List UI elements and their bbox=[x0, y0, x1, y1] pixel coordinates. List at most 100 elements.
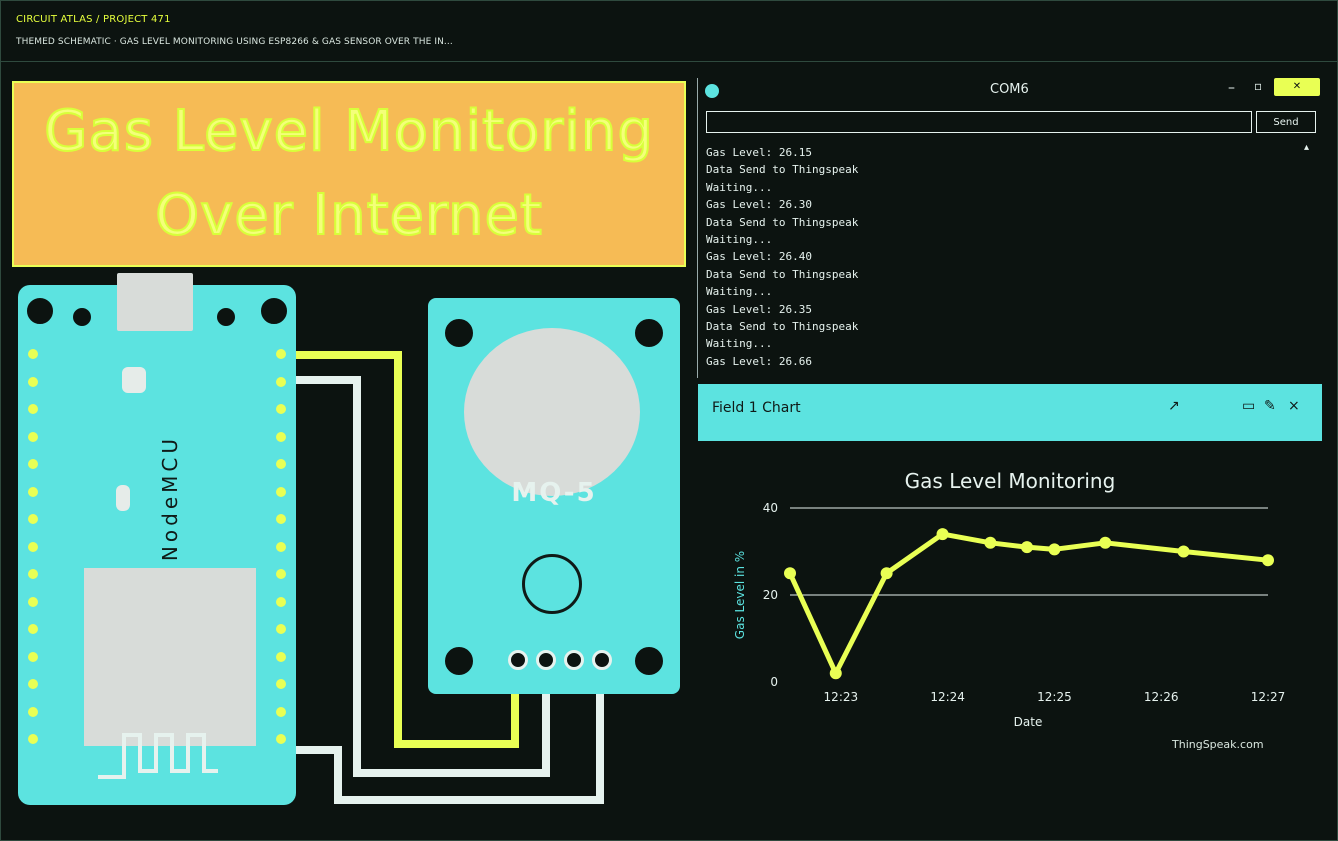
header-pin bbox=[276, 569, 286, 579]
gas-sensor-module: MQ-5 bbox=[428, 298, 680, 694]
sensor-pot bbox=[522, 554, 582, 614]
header-pin bbox=[276, 706, 286, 717]
board-label: NodeMCU bbox=[158, 435, 182, 562]
data-point bbox=[984, 536, 997, 549]
edit-icon[interactable]: ✎ bbox=[1264, 398, 1276, 414]
data-point bbox=[936, 528, 949, 541]
header-pin bbox=[28, 376, 38, 387]
mount-hole bbox=[632, 644, 666, 678]
esp-chip bbox=[84, 568, 256, 746]
serial-log-line: Gas Level: 26.66 bbox=[706, 354, 812, 368]
minimize-icon[interactable]: – bbox=[1228, 80, 1235, 96]
mount-hole bbox=[442, 316, 476, 350]
sensor-pin bbox=[564, 650, 584, 670]
header-pin bbox=[276, 596, 286, 607]
y-tick-label: 20 bbox=[763, 588, 778, 602]
title-banner: Gas Level Monitoring Over Internet bbox=[12, 81, 686, 267]
breadcrumb[interactable]: CIRCUIT ATLAS / PROJECT 471 bbox=[16, 14, 171, 25]
header-pin bbox=[276, 486, 286, 497]
nodemcu-board: NodeMCU bbox=[18, 273, 296, 805]
serial-log-line: Waiting... bbox=[706, 180, 773, 194]
header-pin bbox=[276, 624, 286, 634]
header-pin bbox=[28, 651, 38, 662]
sensor-pin bbox=[508, 650, 528, 670]
header-pin bbox=[276, 349, 286, 359]
mount-hole bbox=[214, 305, 238, 329]
header-pin bbox=[276, 651, 286, 662]
header-pin bbox=[28, 349, 38, 359]
data-point bbox=[880, 567, 893, 580]
close-icon[interactable]: × bbox=[1288, 398, 1300, 414]
header-pin bbox=[28, 541, 38, 552]
data-point bbox=[1048, 543, 1061, 556]
header-pin bbox=[28, 734, 38, 744]
header-pin bbox=[28, 624, 38, 634]
header-pin bbox=[276, 734, 286, 744]
app-icon bbox=[705, 84, 719, 98]
mount-hole bbox=[632, 316, 666, 350]
header-pin bbox=[28, 404, 38, 414]
mount-hole bbox=[442, 644, 476, 678]
series-line bbox=[787, 531, 1269, 676]
x-tick-label: 12:25 bbox=[1037, 690, 1072, 704]
y-axis-label: Gas Level in % bbox=[733, 551, 747, 639]
sensor-pin bbox=[536, 650, 556, 670]
header-pin bbox=[28, 679, 38, 689]
x-axis-label: Date bbox=[1014, 715, 1043, 729]
mount-hole bbox=[70, 305, 94, 329]
header-pin bbox=[28, 431, 38, 442]
header-pin bbox=[276, 404, 286, 414]
data-point bbox=[829, 667, 842, 680]
sensor-label: MQ-5 bbox=[511, 478, 597, 508]
header-pin bbox=[28, 596, 38, 607]
mount-hole bbox=[24, 295, 56, 327]
page-subtitle: THEMED SCHEMATIC · GAS LEVEL MONITORING … bbox=[16, 37, 453, 47]
close-button[interactable]: ✕ bbox=[1274, 78, 1320, 96]
header-pin bbox=[276, 679, 286, 689]
serial-log-line: Gas Level: 26.40 bbox=[706, 250, 812, 264]
comment-icon[interactable]: ▭ bbox=[1242, 398, 1256, 414]
header-pin bbox=[28, 514, 38, 524]
serial-log-line: Data Send to Thingspeak bbox=[706, 267, 859, 281]
header-pin bbox=[28, 486, 38, 497]
header-pin bbox=[28, 706, 38, 717]
serial-window-title: COM6 bbox=[990, 82, 1029, 97]
maximize-icon[interactable]: ▫ bbox=[1254, 79, 1263, 93]
chart-title: Gas Level Monitoring bbox=[905, 469, 1116, 493]
header: CIRCUIT ATLAS / PROJECT 471 THEMED SCHEM… bbox=[0, 0, 1338, 62]
header-pin bbox=[276, 514, 286, 524]
data-point bbox=[1177, 545, 1190, 558]
antenna-trace bbox=[98, 733, 218, 779]
header-pin bbox=[28, 569, 38, 579]
thingspeak-field-bar: Field 1 Chart ↗ ▭ ✎ × bbox=[698, 384, 1322, 441]
flash-button bbox=[116, 485, 130, 511]
serial-log-line: Data Send to Thingspeak bbox=[706, 163, 859, 177]
x-tick-label: 12:27 bbox=[1251, 690, 1286, 704]
send-button[interactable]: Send bbox=[1256, 111, 1316, 133]
data-point bbox=[784, 567, 796, 580]
sensor-mesh-cap bbox=[464, 328, 640, 496]
mount-hole bbox=[258, 295, 290, 327]
wire-vcc bbox=[295, 376, 550, 777]
serial-input[interactable] bbox=[706, 111, 1252, 133]
header-pin bbox=[276, 459, 286, 469]
chart-source[interactable]: ThingSpeak.com bbox=[1172, 738, 1264, 751]
x-tick-label: 12:24 bbox=[930, 690, 965, 704]
wire-signal bbox=[282, 351, 519, 748]
usb-port bbox=[117, 273, 193, 331]
header-pin bbox=[28, 459, 38, 469]
serial-log-line: Waiting... bbox=[706, 337, 773, 351]
external-link-icon[interactable]: ↗ bbox=[1168, 398, 1180, 414]
serial-log-line: Data Send to Thingspeak bbox=[706, 215, 859, 229]
serial-log-line: Gas Level: 26.30 bbox=[706, 198, 812, 212]
serial-log-line: Waiting... bbox=[706, 232, 773, 246]
banner-line-2: Over Internet bbox=[154, 182, 543, 249]
serial-log-line: Gas Level: 26.35 bbox=[706, 302, 812, 316]
scroll-icon[interactable]: ▴ bbox=[1304, 142, 1310, 153]
y-tick-label: 0 bbox=[770, 675, 778, 689]
